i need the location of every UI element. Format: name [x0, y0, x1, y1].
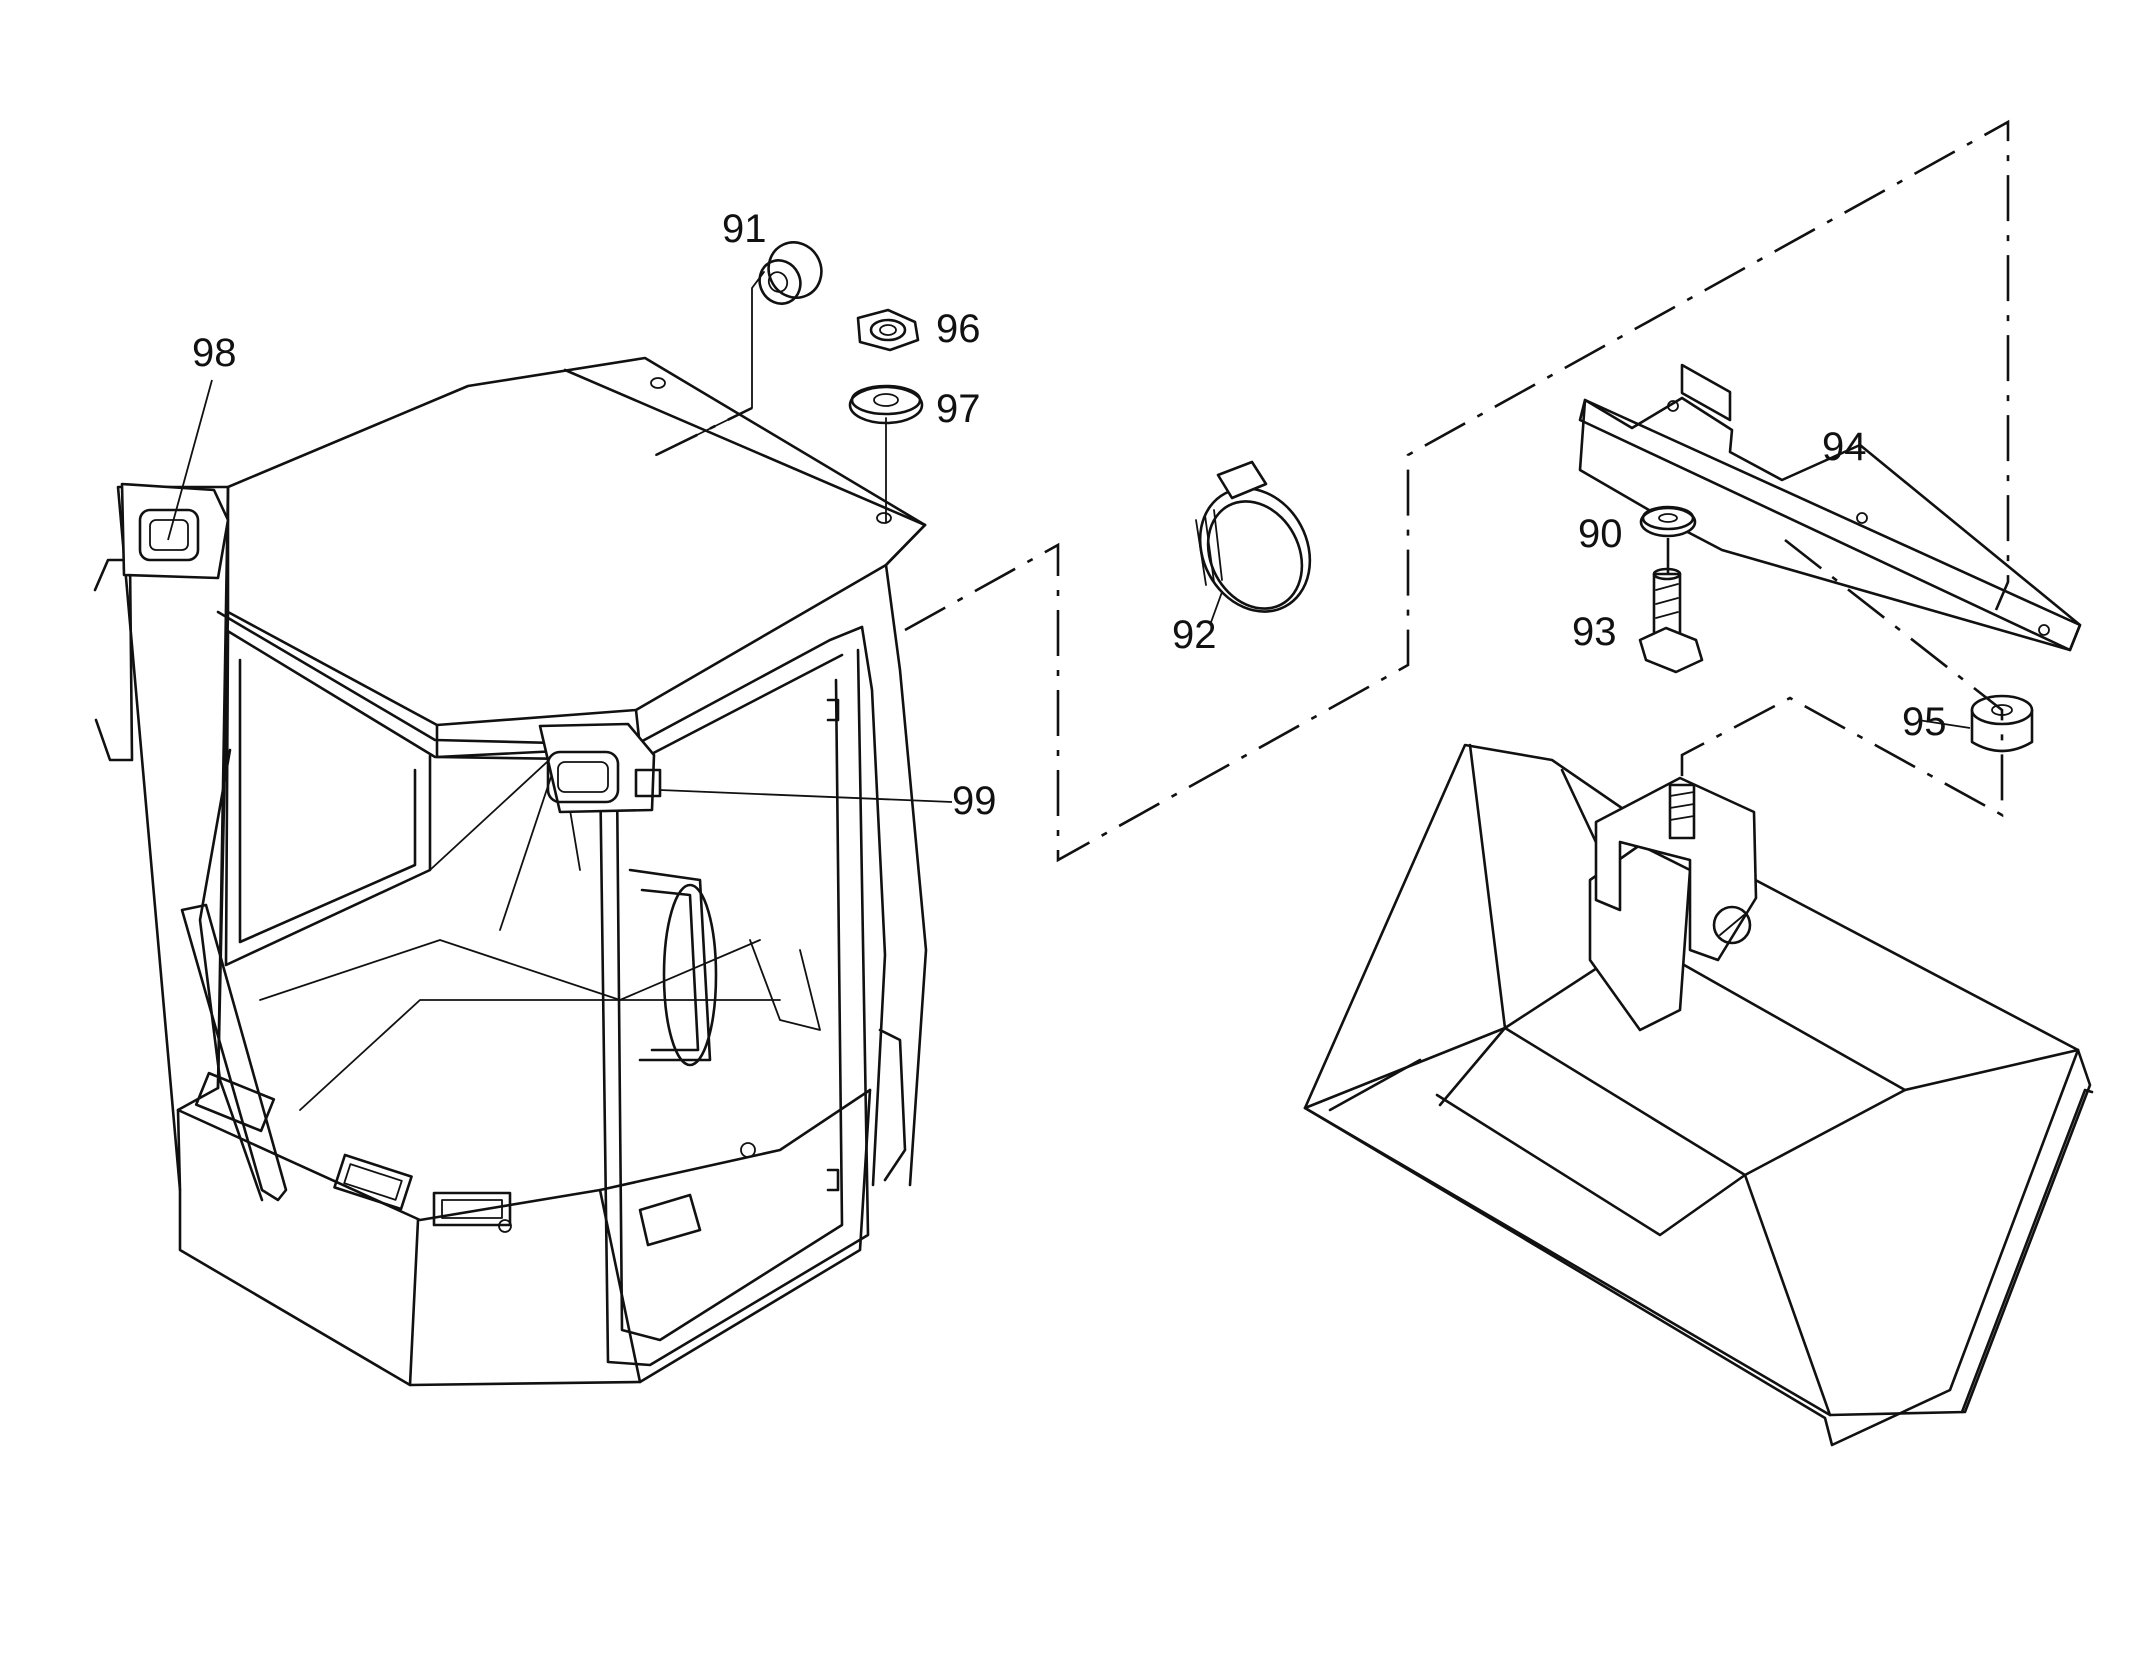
callout-99: 99: [952, 779, 997, 823]
spacer-95: [1970, 694, 2034, 753]
washer-90: [1639, 505, 1697, 538]
nut-96: [856, 308, 920, 352]
mounting-bracket-94: [1578, 363, 2082, 652]
callout-91: 91: [722, 207, 767, 251]
work-lamp: [1303, 743, 2094, 1447]
callout-90: 90: [1578, 512, 1623, 556]
leader-lines: [167, 379, 1971, 803]
grommet-91: [758, 241, 823, 305]
work-light-98: [120, 482, 230, 580]
callout-94: 94: [1822, 425, 1867, 469]
work-light-99: [538, 722, 662, 814]
bolt-93: [1638, 567, 1704, 674]
callout-93: 93: [1572, 610, 1617, 654]
callout-98: 98: [192, 331, 237, 375]
callout-97: 97: [936, 387, 981, 431]
callout-95: 95: [1902, 700, 1947, 744]
assembly-lines: [655, 119, 2010, 863]
callout-labels: 91 96 97 98 99 92 94 90 93 95: [192, 207, 1947, 823]
callout-96: 96: [936, 307, 981, 351]
hose-clamp-92: [1195, 460, 1312, 613]
callout-92: 92: [1172, 613, 1217, 657]
